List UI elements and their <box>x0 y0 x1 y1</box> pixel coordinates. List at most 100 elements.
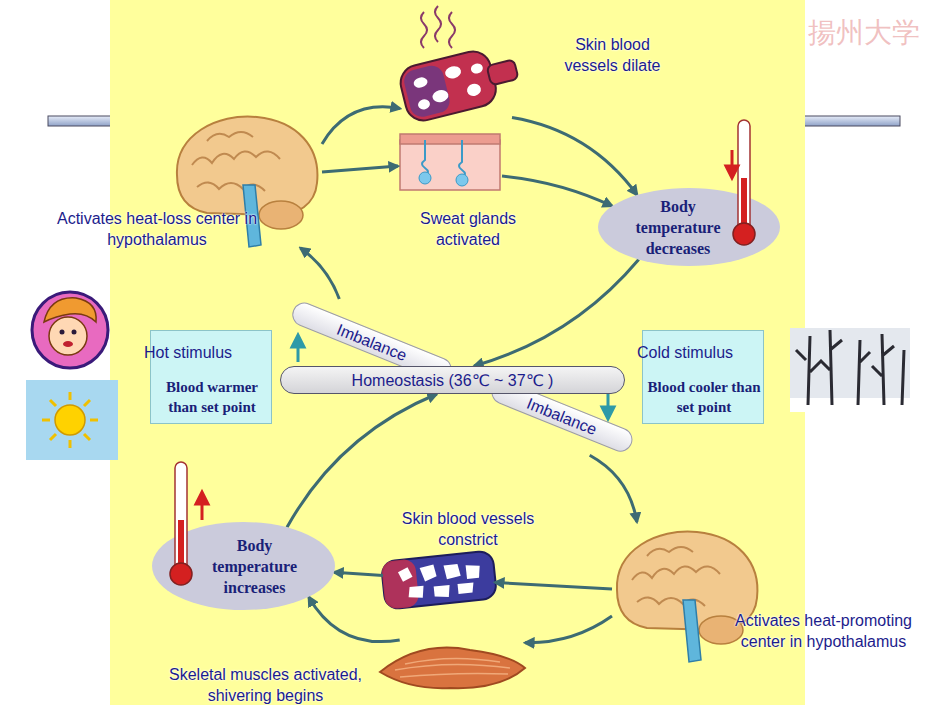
constricted-vessels <box>381 550 497 609</box>
flow-arrow <box>309 597 400 642</box>
node-label: Homeostasis (36℃ ~ 37℃ ) <box>281 367 624 395</box>
thermo-column <box>741 178 747 232</box>
yellow-panel <box>110 0 805 705</box>
vessel-hole <box>417 98 431 111</box>
flow-arrow <box>300 248 339 299</box>
flow-arrow <box>495 583 612 589</box>
thermo-bulb <box>170 563 192 585</box>
gland-coil <box>456 174 468 186</box>
vessel-hole <box>444 564 461 580</box>
flow-arrow <box>512 118 637 195</box>
vessel-hole <box>466 82 482 97</box>
thermo-bulb <box>733 223 755 245</box>
vessel-hole <box>470 62 484 75</box>
vessel-tail <box>487 59 519 85</box>
heat-wave <box>435 6 441 42</box>
eye <box>72 330 77 335</box>
stimulus-box: Cold stimulusBlood cooler than set point <box>642 330 764 424</box>
brainstem <box>683 600 701 662</box>
thermometer <box>170 462 208 585</box>
node-label: Activates heat-loss center in hypothalam… <box>32 208 282 250</box>
mouth <box>63 341 73 347</box>
node-label: Body temperature decreases <box>626 196 731 259</box>
vessel-body <box>397 48 500 125</box>
state-ellipse: Body temperature increases <box>152 522 335 610</box>
vessel-hole <box>413 76 429 89</box>
sweat-glands <box>400 134 500 190</box>
flow-arrow <box>322 107 400 144</box>
node-label: Skin blood vessels dilate <box>550 34 675 76</box>
vessel-shade <box>381 558 420 609</box>
dilated-vessels <box>397 42 523 124</box>
thermo-tube <box>738 120 750 232</box>
stimulus-box: Hot stimulusBlood warmer than set point <box>150 330 272 424</box>
sun <box>55 405 85 435</box>
state-ellipse: Body temperature decreases <box>598 188 780 266</box>
flow-arrow <box>287 394 437 527</box>
muscle-fibers <box>395 658 510 677</box>
hot-person-icon <box>32 292 108 368</box>
gland-duct <box>459 140 465 178</box>
vessel-hole <box>458 582 475 594</box>
brain-folds <box>632 547 720 606</box>
illustration-node: Activates heat-loss center in hypothalam… <box>172 108 322 248</box>
sun-icon <box>26 380 118 460</box>
node-label: Sweat glands activated <box>408 208 528 250</box>
gland-coil <box>419 172 431 184</box>
flow-arrow <box>334 572 383 575</box>
skeletal-muscle <box>380 648 525 689</box>
cerebellum <box>259 201 303 229</box>
illustration-node: Skeletal muscles activated, shivering be… <box>380 640 525 690</box>
vessel-hole <box>434 585 451 599</box>
sky <box>26 380 118 460</box>
sun-rays <box>42 392 98 448</box>
vessel-hole <box>408 586 425 600</box>
vessel-shade <box>402 63 452 119</box>
flow-arrow <box>590 455 637 522</box>
thermometer <box>726 120 755 245</box>
vessel-hole <box>466 564 481 579</box>
watermark: 揚州大学 <box>808 14 920 52</box>
brain-folds <box>192 132 280 191</box>
node-label: Skeletal muscles activated, shivering be… <box>148 664 383 706</box>
skin-top <box>400 134 500 144</box>
skin-block <box>400 140 500 190</box>
illustration-node: Activates heat-promoting center in hypot… <box>612 522 762 664</box>
flow-arrow <box>502 176 612 206</box>
icon-circle <box>32 292 108 368</box>
flow-arrow <box>525 616 612 643</box>
homeostasis-band: Homeostasis (36℃ ~ 37℃ ) <box>280 366 625 394</box>
vessel-hole <box>419 564 437 582</box>
brain <box>617 532 758 662</box>
node-body: Blood cooler than set point <box>645 377 763 417</box>
thermo-tube <box>175 462 187 574</box>
down-arrow <box>726 150 738 178</box>
illustration-node: Sweat glands activated <box>398 132 502 192</box>
flow-arrow <box>322 166 398 172</box>
node-label: Cold stimulus <box>637 344 733 362</box>
vessel-body <box>381 550 497 609</box>
tree-trunks <box>796 330 904 405</box>
node-label: Hot stimulus <box>144 344 232 362</box>
vessel-hole <box>431 88 449 104</box>
brain <box>177 117 318 247</box>
vessel-hole <box>398 567 413 582</box>
rise-arrow <box>292 335 304 362</box>
eye <box>60 330 65 335</box>
up-arrow <box>196 492 208 520</box>
snow-sky <box>790 328 910 412</box>
node-label: Activates heat-promoting center in hypot… <box>716 610 931 652</box>
vessel-hole <box>444 65 462 81</box>
node-label: Skin blood vessels constrict <box>388 508 548 550</box>
flow-arrow <box>474 260 639 367</box>
illustration-node: Skin blood vessels dilate <box>400 48 512 118</box>
fall-arrow <box>602 394 614 419</box>
heat-wave <box>421 12 427 48</box>
snow-scene <box>790 328 910 412</box>
illustration-node: Skin blood vessels constrict <box>383 552 495 607</box>
node-body: Blood warmer than set point <box>153 377 271 417</box>
